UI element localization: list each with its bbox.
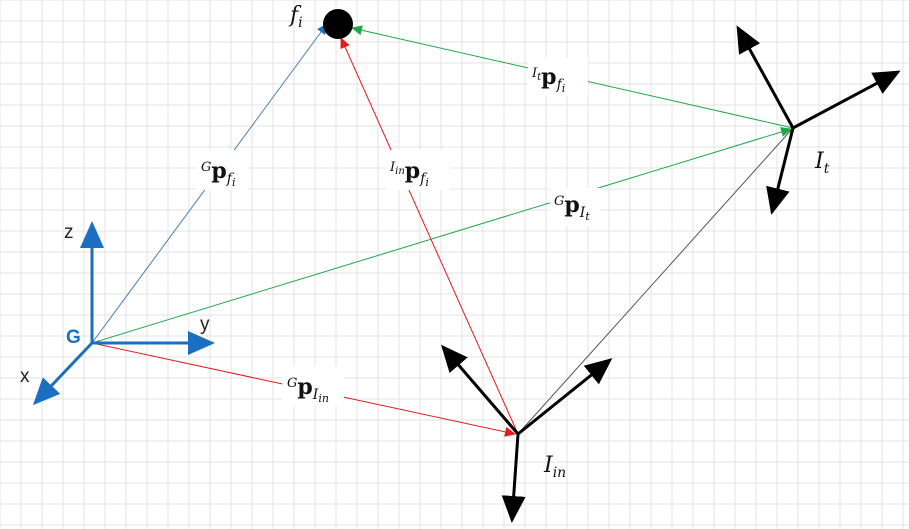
imu-in-frame <box>441 344 613 523</box>
vector-label-g-p-it: GpIt <box>554 192 590 223</box>
label-bg-it-p-fi <box>528 58 588 96</box>
label-bg-g-p-it <box>550 188 600 226</box>
vector-line-g-to-it <box>91 127 792 344</box>
global-z-label: z <box>64 222 74 243</box>
vector-label-g-p-fi: Gpfi <box>201 158 236 189</box>
imu-t-axis-right <box>792 70 901 130</box>
feature-label: fi <box>288 3 303 31</box>
imu-in-label: Iin <box>543 453 566 481</box>
global-x-label: x <box>20 366 30 387</box>
imu-in-axis-up-left <box>441 344 520 435</box>
label-bg-g-p-fi <box>196 150 248 190</box>
global-origin-label: G <box>66 327 81 348</box>
imu-in-axis-up-right <box>517 358 613 436</box>
vector-label-g-p-iin: GpIin <box>287 374 329 405</box>
imu-t-axis-up-left <box>736 25 795 129</box>
global-x-axis <box>32 341 94 406</box>
label-bg-iin-p-fi <box>386 150 450 190</box>
vector-label-it-p-fi: Itpfi <box>531 64 565 95</box>
imu-t-axis-down <box>766 127 795 215</box>
imu-in-axis-down <box>501 433 526 523</box>
vector-label-iin-p-fi: Iinpfi <box>389 158 429 189</box>
imu-t-frame <box>736 25 901 215</box>
vector-line-iin-to-feature <box>340 37 519 435</box>
feature-point <box>323 9 353 39</box>
imu-t-label: It <box>814 149 830 177</box>
global-y-label: y <box>200 314 210 335</box>
label-bg-g-p-iin <box>282 366 344 406</box>
line-iin-to-it <box>517 127 794 435</box>
global-frame: z y x G <box>20 221 215 406</box>
